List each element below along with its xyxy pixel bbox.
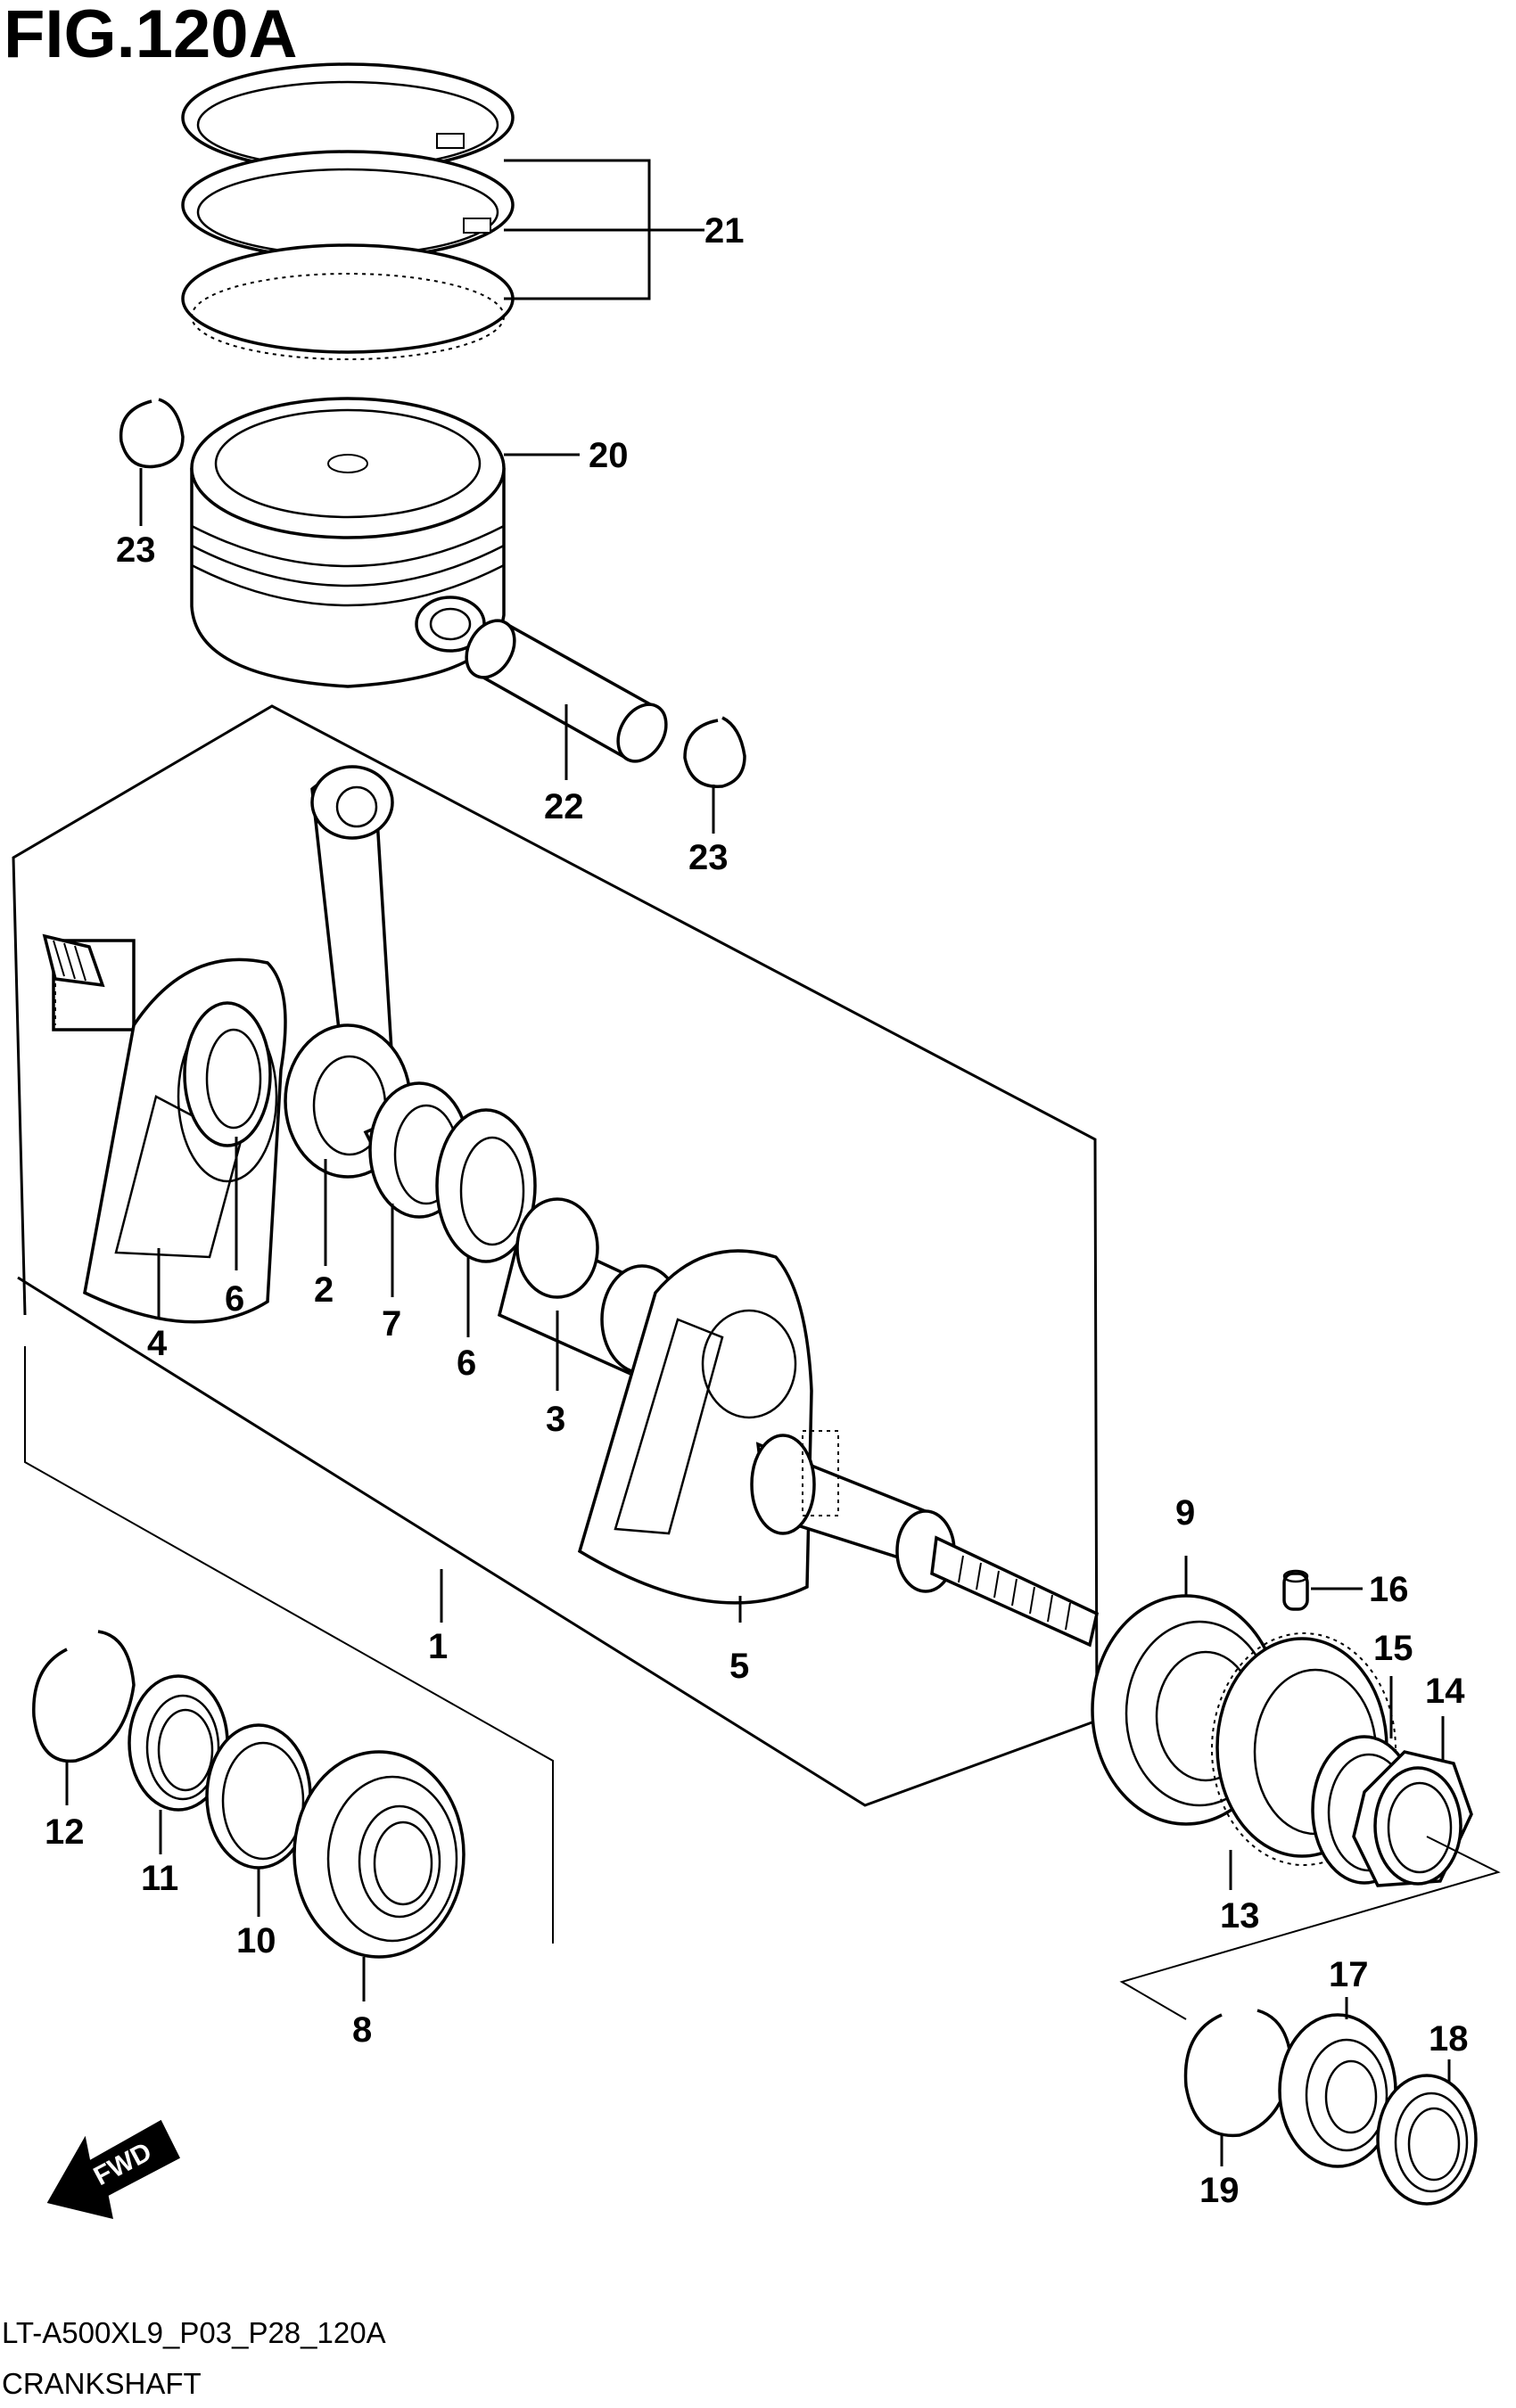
piston-rings [181,62,515,360]
circlip-right [683,716,746,788]
callout-2: 2 [314,1270,334,1310]
figure-title: FIG.120A [4,0,297,72]
callout-1: 1 [428,1627,448,1666]
callout-6b: 6 [457,1344,476,1383]
oil-seal-18 [1376,2074,1478,2206]
callout-7: 7 [382,1304,401,1344]
callout-11: 11 [141,1859,178,1898]
circlip-left [119,398,185,469]
callout-23b: 23 [688,838,729,877]
circlip-12 [32,1630,136,1763]
circlip-19 [1183,2009,1293,2138]
dowel-pin-16 [1282,1569,1309,1611]
callout-8: 8 [352,2010,372,2050]
thrust-washer-right [435,1108,537,1263]
callout-14: 14 [1425,1672,1465,1711]
callout-6a: 6 [225,1279,244,1319]
callout-10: 10 [236,1921,276,1960]
left-shaft-spline [42,933,105,988]
ball-bearing-8 [292,1750,466,1959]
callout-4: 4 [147,1324,168,1363]
thrust-washer-left [183,1001,272,1147]
callout-21: 21 [704,211,745,251]
footer-name: CRANKSHAFT [2,2367,202,2400]
callout-5: 5 [729,1647,749,1686]
crank-half-right [577,1249,1100,1648]
callout-12: 12 [45,1812,85,1852]
crankshaft-assembly-bracket [12,704,1099,1807]
callout-16: 16 [1369,1570,1409,1609]
callout-22: 22 [544,787,584,826]
piston [190,397,506,688]
ball-bearing-17 [1278,2013,1397,2168]
callout-18: 18 [1429,2019,1469,2059]
piston-pin [465,619,668,763]
fwd-direction-arrow: FWD [46,2119,180,2220]
callout-20: 20 [589,436,629,475]
callout-13: 13 [1220,1896,1260,1935]
nut-14 [1352,1750,1473,1887]
callout-17: 17 [1329,1955,1369,1994]
callout-19: 19 [1199,2171,1240,2210]
callout-9: 9 [1175,1493,1195,1533]
callout-15: 15 [1373,1629,1413,1668]
callout-23a: 23 [116,530,156,570]
footer-model-code: LT-A500XL9_P03_P28_120A [2,2316,386,2349]
callout-3: 3 [546,1400,565,1439]
